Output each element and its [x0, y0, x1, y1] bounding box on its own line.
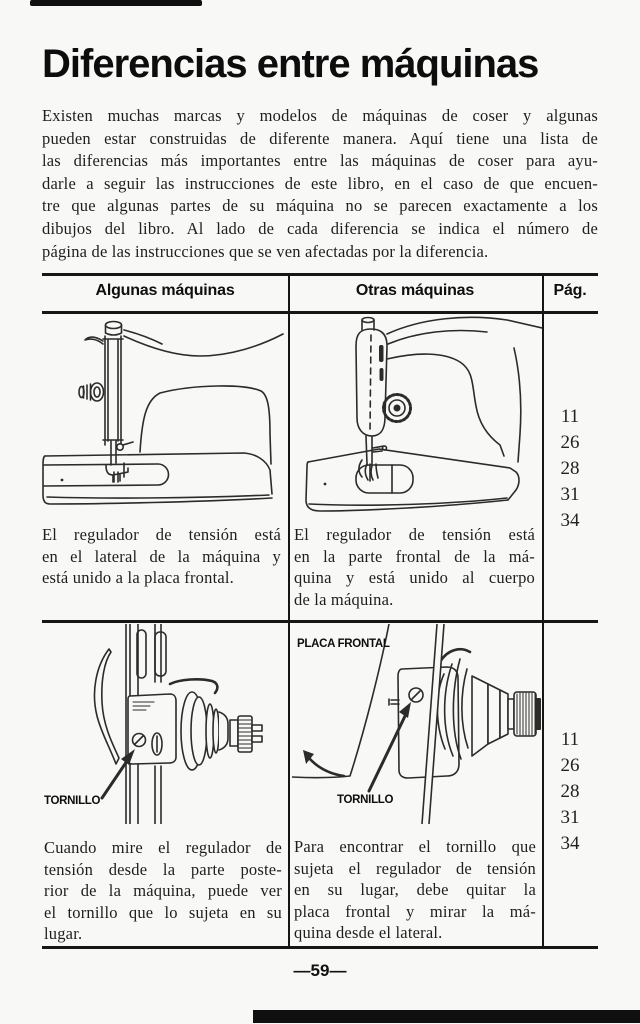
tension-dial [382, 393, 412, 423]
caption-line: en su lugar, debe quitar la [294, 880, 536, 899]
scan-artifact-bottom [253, 1010, 640, 1023]
caption-line: en la parte frontal de la má- [294, 546, 535, 566]
caption-line: placa frontal y mirar la má- [294, 901, 536, 921]
caption-row2-left: Cuando mire el regulador de tensión desd… [44, 837, 282, 945]
tornillo-arrow [367, 712, 408, 793]
page-ref: 34 [560, 510, 580, 531]
caption-line: quina y está unido al cuerpo [294, 568, 535, 587]
page-references-row2: 11 26 28 31 34 [543, 727, 597, 857]
caption-line: El regulador de tensión está [42, 525, 281, 544]
label-tornillo-right: TORNILLO [337, 794, 394, 806]
intro-line: dibujos del libro. Al lado de cada difer… [42, 218, 598, 238]
tornillo-arrow [100, 759, 129, 800]
illustration-row1-right-sewing-machine-front-view [292, 314, 542, 514]
caption-row2-right: Para encontrar el tornillo que sujeta el… [294, 836, 536, 944]
page-ref: 31 [560, 484, 580, 505]
page-ref: 11 [560, 406, 580, 427]
caption-line: está unido a la placa frontal. [42, 568, 235, 587]
page-references-row1: 11 26 28 31 34 [543, 404, 597, 534]
column-header-pag: Pág. [553, 282, 587, 299]
caption-line: El regulador de tensión está [294, 525, 535, 544]
column-header-otras-maquinas: Otras máquinas [355, 282, 475, 299]
rotate-arrow [307, 756, 346, 778]
caption-line: lugar. [44, 924, 83, 943]
caption-line: Para encontrar el tornillo que [294, 837, 536, 856]
caption-row1-right: El regulador de tensión está en la parte… [294, 524, 535, 610]
caption-line: sujeta el regulador de tensión [294, 858, 536, 878]
label-tornillo-left: TORNILLO [44, 795, 101, 807]
footer-page-number: —59— [293, 961, 347, 980]
caption-row1-left: El regulador de tensión está en el later… [42, 524, 281, 589]
table-rule-top [42, 273, 598, 276]
page-title: Diferencias entre máquinas [42, 42, 539, 86]
caption-line: el tornillo que lo sujeta en su [44, 902, 282, 922]
caption-line: rior de la máquina, puede ver [44, 881, 282, 900]
caption-line: quina desde el lateral. [294, 923, 443, 942]
illustration-row2-left-tension-rear-view [42, 624, 289, 824]
intro-paragraph: Existen muchas marcas y modelos de máqui… [42, 105, 598, 263]
caption-line: tensión desde la parte poste- [44, 859, 282, 879]
table-rule-header [42, 311, 598, 314]
intro-line: tre que algunas partes de su máquina no … [42, 196, 598, 216]
table-divider-1 [288, 273, 291, 948]
page-ref: 28 [560, 781, 580, 802]
page-ref: 34 [560, 833, 580, 854]
label-placa-frontal: PLACA FRONTAL [297, 638, 390, 650]
intro-line: darle a seguir las instrucciones de este… [42, 173, 598, 193]
illustration-row1-left-sewing-machine-side-view [40, 314, 285, 520]
intro-line: pueden estar construidas de diferente ma… [42, 128, 598, 148]
caption-line: de la máquina. [294, 589, 394, 609]
page-ref: 26 [560, 755, 580, 776]
page-ref: 11 [560, 729, 580, 750]
table-rule-middle [42, 620, 598, 623]
caption-line: en el lateral de la máquina y [42, 546, 281, 566]
page-ref: 26 [560, 432, 580, 453]
illustration-row2-right-tension-front-plate-removed [292, 624, 542, 824]
intro-line: página de las instrucciones que se ven a… [42, 241, 489, 261]
intro-line: Existen muchas marcas y modelos de máqui… [42, 106, 598, 125]
column-header-algunas-maquinas: Algunas máquinas [95, 282, 235, 299]
tension-knob [89, 382, 105, 402]
table-rule-bottom [42, 946, 598, 949]
page-ref: 31 [560, 807, 580, 828]
caption-line: Cuando mire el regulador de [44, 838, 282, 857]
page-ref: 28 [560, 458, 580, 479]
intro-line: las diferencias más importantes entre la… [42, 151, 598, 171]
table-divider-2 [542, 273, 545, 948]
scan-artifact-top [30, 0, 202, 6]
